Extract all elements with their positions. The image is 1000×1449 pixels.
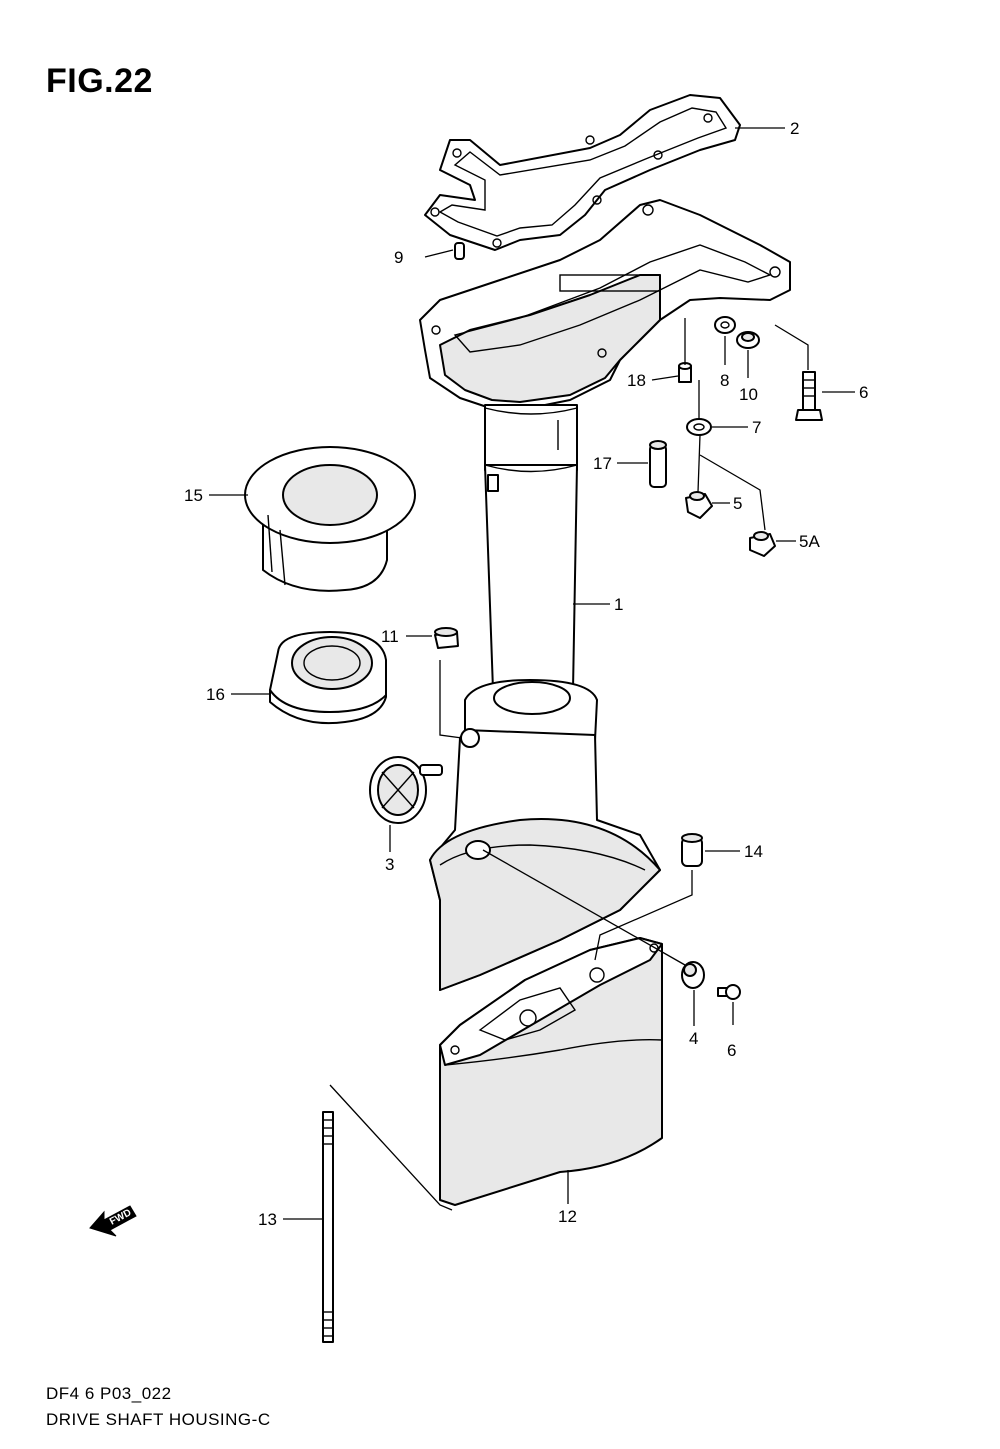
dowel-pin-part xyxy=(454,242,465,260)
callout-11: 10 xyxy=(739,385,758,404)
callout-18: 17 xyxy=(593,454,612,473)
callout-5: 5 xyxy=(733,494,742,513)
grommet-part-18 xyxy=(649,440,667,488)
screw-part-7 xyxy=(717,984,741,1000)
callout-13: 12 xyxy=(558,1207,577,1226)
callout-5a: 5A xyxy=(799,532,820,551)
callout-14: 13 xyxy=(258,1210,277,1229)
callout-9: 8 xyxy=(720,371,729,390)
plug-part-12 xyxy=(434,627,459,649)
callout-12: 11 xyxy=(381,627,399,646)
figure-title: FIG.22 xyxy=(46,62,153,100)
forward-direction-arrow: FWD xyxy=(89,1205,137,1237)
callout-4: 4 xyxy=(689,1029,698,1048)
callout-6: 6 xyxy=(859,383,868,402)
seal-part-17 xyxy=(269,631,387,725)
callout-16: 15 xyxy=(184,486,203,505)
washer-part-9 xyxy=(714,316,736,334)
plug-part-11 xyxy=(736,331,760,349)
callout-10: 9 xyxy=(394,248,403,267)
callout-labels: 2 9 6 8 10 18 7 17 5 5A 15 1 11 16 3 14 … xyxy=(184,119,868,1229)
callout-leaders xyxy=(209,127,855,1220)
plug-part-5a xyxy=(749,531,776,557)
callout-17: 16 xyxy=(206,685,225,704)
drive-shaft-housing-part xyxy=(419,199,791,991)
cover-part-3 xyxy=(369,756,443,824)
drawing-code: DF4 6 P03_022 xyxy=(46,1384,172,1403)
stud-part-14 xyxy=(322,1111,334,1343)
callout-19: 18 xyxy=(627,371,646,390)
plug-part-4 xyxy=(681,961,705,989)
sleeve-part-15 xyxy=(681,833,703,867)
sleeve-part-16 xyxy=(244,446,416,592)
gasket-part xyxy=(424,94,741,251)
screw-part-19 xyxy=(678,362,692,383)
callout-1: 1 xyxy=(614,595,623,614)
callout-3: 3 xyxy=(385,855,394,874)
callout-8: 7 xyxy=(752,418,761,437)
bolt-part-6 xyxy=(795,371,823,421)
callout-2: 2 xyxy=(790,119,799,138)
lower-cover-part-13 xyxy=(439,937,663,1206)
callout-7: 6 xyxy=(727,1041,736,1060)
callout-15: 14 xyxy=(744,842,763,861)
diagram-caption: DRIVE SHAFT HOUSING-C xyxy=(46,1410,271,1429)
plug-part-5 xyxy=(685,491,713,519)
washer-part-8 xyxy=(686,418,712,436)
assembly-guide-lines xyxy=(329,318,809,1211)
